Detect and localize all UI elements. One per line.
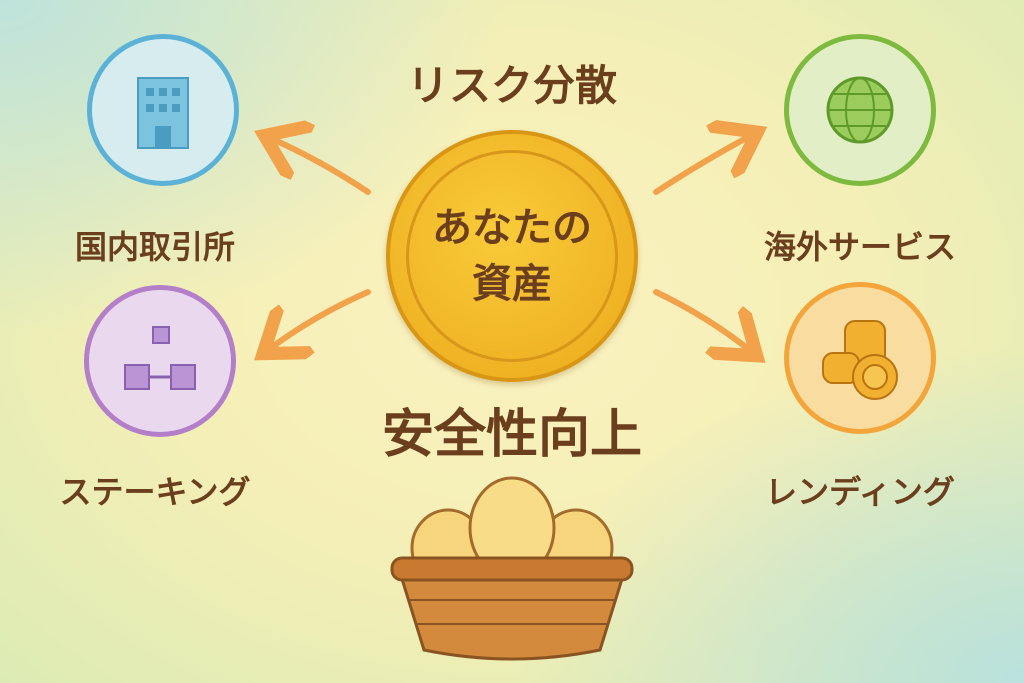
title-risk-diversification: リスク分散 bbox=[406, 61, 618, 110]
arrow-to-overseas bbox=[653, 135, 752, 195]
building-icon bbox=[137, 77, 189, 149]
label-lending: レンディング bbox=[765, 473, 955, 511]
safety-improvement-text: 安全性向上 bbox=[381, 405, 643, 465]
coins-icon bbox=[822, 320, 898, 400]
your-assets-coin: あなたの 資産 bbox=[386, 130, 638, 382]
label-domestic-exchange: 国内取引所 bbox=[74, 228, 236, 266]
egg-basket-illustration bbox=[390, 476, 634, 661]
globe-icon bbox=[826, 76, 894, 144]
arrow-to-staking bbox=[268, 289, 371, 350]
label-overseas-service: 海外サービス bbox=[763, 228, 957, 266]
blocks-icon bbox=[124, 326, 196, 390]
overseas-service-circle bbox=[784, 34, 936, 186]
arrow-to-lending bbox=[653, 289, 752, 352]
coin-text-line2: 資産 bbox=[472, 261, 552, 307]
domestic-exchange-circle bbox=[87, 34, 239, 186]
lending-circle bbox=[784, 282, 936, 434]
coin-text-line1: あなたの bbox=[432, 205, 592, 251]
arrow-to-domestic bbox=[270, 138, 371, 195]
label-staking: ステーキング bbox=[59, 473, 251, 511]
staking-circle bbox=[84, 285, 236, 437]
